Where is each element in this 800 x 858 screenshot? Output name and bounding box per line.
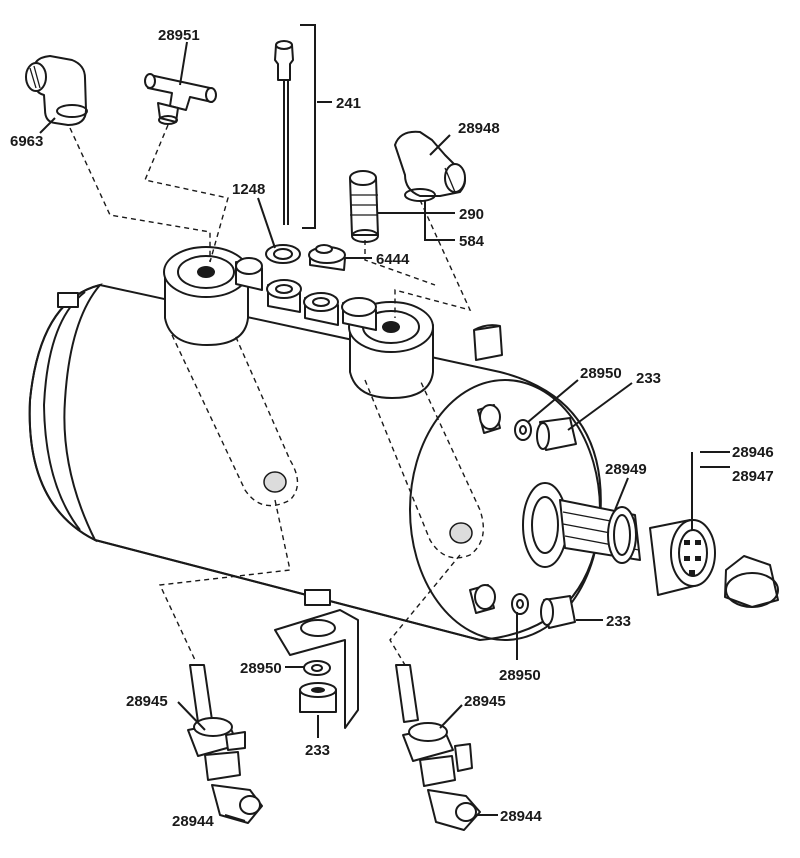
label-6444: 6444 [376, 251, 410, 268]
label-28945-left: 28945 [126, 693, 168, 710]
plug-6444 [308, 244, 346, 271]
boiler-tank [28, 283, 602, 641]
side-stub [57, 292, 79, 308]
label-28945-right: 28945 [464, 693, 506, 710]
washer-1248 [265, 244, 301, 264]
label-233-right: 233 [606, 613, 631, 630]
tank-top-nuts [235, 257, 377, 331]
label-1248: 1248 [232, 181, 265, 198]
elbow-fitting-6963 [25, 55, 88, 126]
tank-end-fittings [469, 404, 568, 614]
label-233-top: 233 [636, 370, 661, 387]
probe-assembly-right [395, 664, 481, 831]
heating-element [559, 499, 779, 608]
valve-290 [349, 170, 379, 243]
label-28949: 28949 [605, 461, 647, 478]
label-28950-top: 28950 [580, 365, 622, 382]
label-28950-bottom: 28950 [240, 660, 282, 677]
probe-sleeves [171, 334, 484, 559]
tee-fitting-28951 [144, 73, 217, 125]
label-290: 290 [459, 206, 484, 223]
probe-assembly-left [187, 664, 263, 824]
label-28951: 28951 [158, 27, 200, 44]
probe-241 [274, 24, 316, 229]
label-28948: 28948 [458, 120, 500, 137]
part-labels: 6963 28951 241 1248 28948 290 584 6444 2… [10, 27, 774, 830]
label-28946: 28946 [732, 444, 774, 461]
label-28947: 28947 [732, 468, 774, 485]
leader-lines [39, 41, 730, 822]
label-28950-right: 28950 [499, 667, 541, 684]
label-233-bottom: 233 [305, 742, 330, 759]
mounting-bracket [274, 589, 359, 729]
label-28944-left: 28944 [172, 813, 214, 830]
assembly-lines [69, 124, 472, 666]
label-6963: 6963 [10, 133, 43, 150]
label-584: 584 [459, 233, 485, 250]
washer-nut-bottom [299, 660, 337, 713]
label-28944-right: 28944 [500, 808, 542, 825]
label-241: 241 [336, 95, 361, 112]
washer-nut-upper [514, 417, 577, 451]
washer-nut-lower [511, 593, 576, 629]
elbow-fitting-28948 [394, 130, 466, 202]
boiler-boss-left [163, 246, 249, 346]
